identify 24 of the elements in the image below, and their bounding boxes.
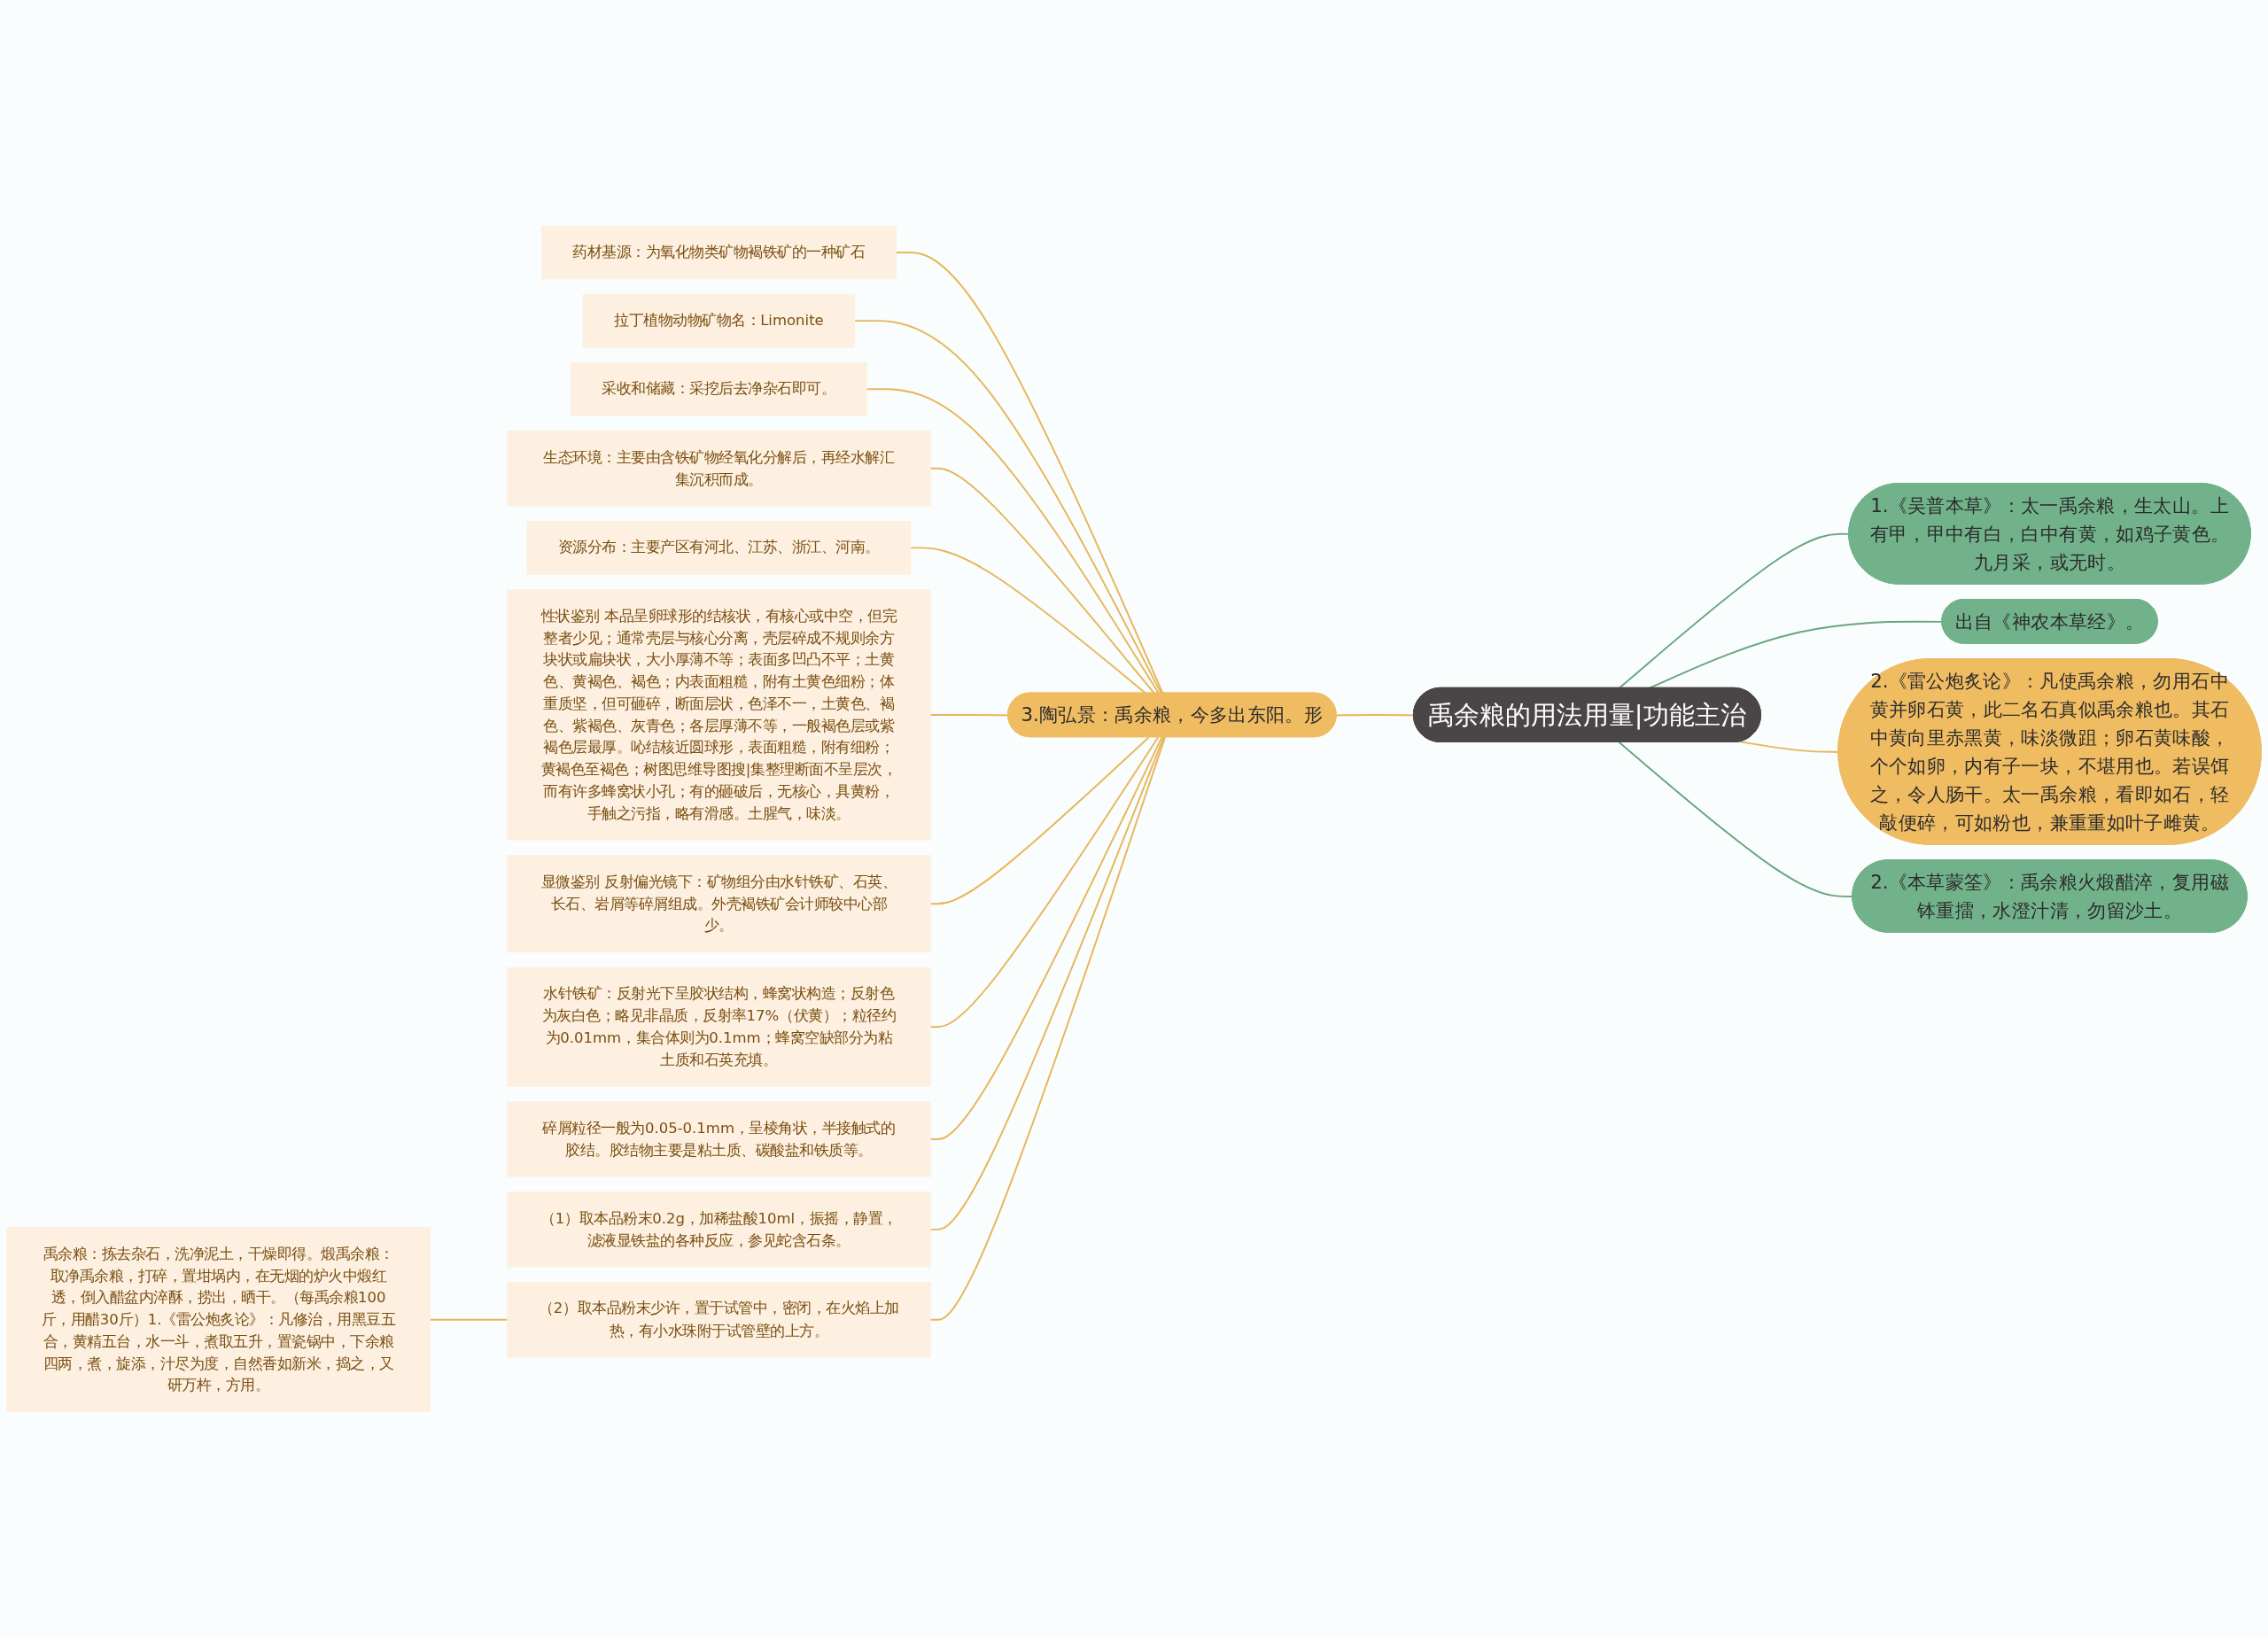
node-box: 生态环境：主要由含铁矿物经氧化分解后，再经水解汇集沉积而成。 [507, 431, 931, 507]
node-box: 药材基源：为氧化物类矿物褐铁矿的一种矿石 [541, 225, 897, 280]
node-box: 显微鉴别 反射偏光镜下：矿物组分由水针铁矿、石英、长石、岩屑等碎屑组成。外壳褐铁矿会计师较中心部少。 [507, 855, 931, 953]
node-box: （2）取本品粉末少许，置于试管中，密闭，在火焰上加热，有小水珠附于试管壁的上方。 [507, 1282, 931, 1358]
connector [853, 320, 1162, 695]
node-box: （1）取本品粉末0.2g，加稀盐酸10ml，振摇，静置，滤液显铁盐的各种反应，参见蛇含石条。 [507, 1192, 931, 1268]
connector [929, 736, 1166, 1321]
connector [929, 736, 1163, 1140]
connector [929, 467, 1155, 695]
connector [866, 388, 1160, 695]
node-box: 碎屑粒径一般为0.05-0.1mm，呈棱角状，半接触式的胶结。胶结物主要是粘土质、碳酸盐和铁质等。 [507, 1101, 931, 1177]
node-box: 拉丁植物动物矿物名：Limonite [582, 293, 856, 348]
node-box: 禹余粮：拣去杂石，洗净泥土，干燥即得。煅禹余粮：取净禹余粮，打碎，置坩埚内，在无烟的炉火中煅红透，倒入醋盆内淬酥，捞出，晒干。（每禹余粮100斤，用醋30斤）1.《雷公炮炙论》：凡修治，用黑豆五合，黄精五台，水一斗，煮取五升，置瓷锅中，下余粮四两，煮，旋添，汁尽为度，自然香如新米，捣之，又研万杵，方用。 [6, 1227, 431, 1413]
node-box: 采收和储藏：采挖后去净杂石即可。 [571, 361, 867, 416]
node-box: 资源分布：主要产区有河北、江苏、浙江、河南。 [526, 521, 912, 575]
connector [929, 736, 1160, 1029]
connector [895, 252, 1164, 695]
connector [929, 736, 1165, 1230]
node-box: 性状鉴别 本品呈卵球形的结核状，有核心或中空，但完整者少见；通常壳层与核心分离，壳层碎成不规则余方块状或扁块状，大小厚薄不等；表面多凹凸不平；土黄色、黄褐色、褐色；内表面粗糙，附有土黄色细粉；体重质坚，但可砸碎，断面层状，色泽不一，土黄色、褐色、紫褐色、灰青色；各层厚薄不等，一般褐色层或紫褐色层最厚。吣结核近圆球形，表面粗糙，附有细粉；黄褐色至褐色；树图思维导图搜|集整理断面不呈层次，而有许多蜂窝状小孔；有的砸破后，无核心，具黄粉，手触之污指，略有滑感。土腥气，味淡。 [507, 589, 931, 841]
connector [929, 736, 1150, 905]
connector [429, 1318, 509, 1321]
connector [909, 547, 1147, 695]
node-box: 水针铁矿：反射光下呈胶状结构，蜂窝状构造；反射色为灰白色；略见非晶质，反射率17%（伏黄）；粒径约为0.01mm，集合体则为0.1mm；蜂窝空缺部分为粘土质和石英充填。 [507, 966, 931, 1087]
connector [1335, 714, 1415, 717]
